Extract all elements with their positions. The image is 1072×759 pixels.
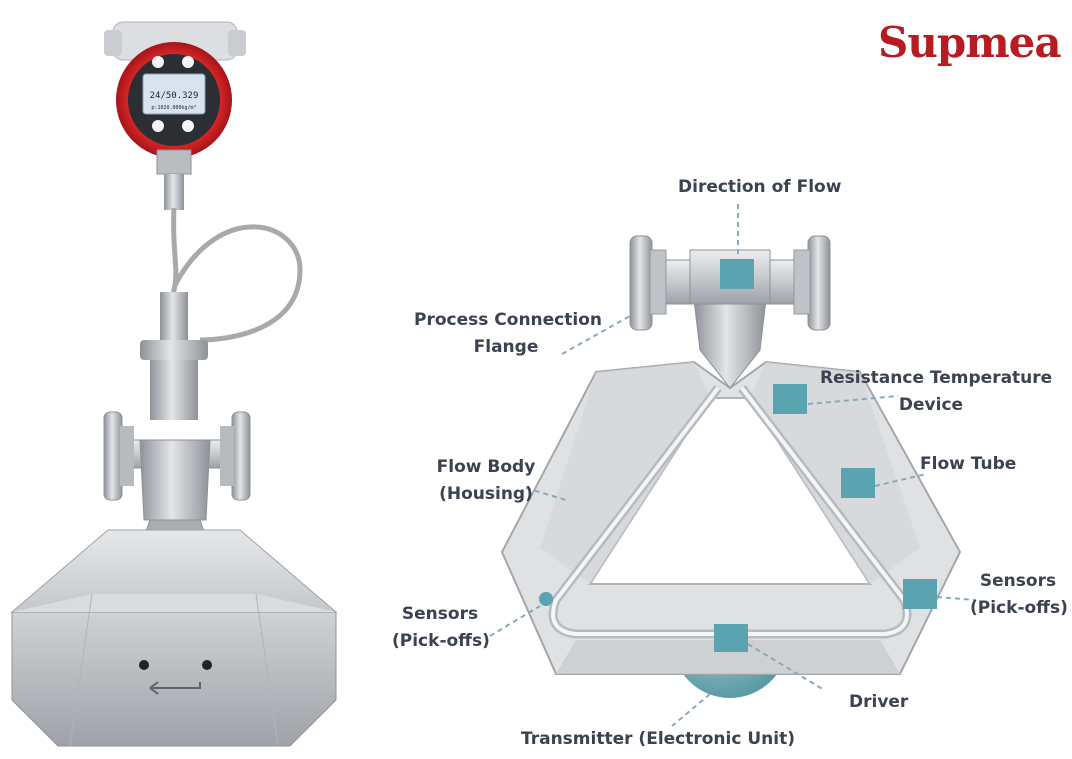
transmitter-button-3 (152, 120, 164, 132)
product-housing-ridge (12, 594, 336, 612)
label-process-connection-flange-line-2: Flange (473, 337, 539, 357)
label-sensors-right-line-1: Sensors (979, 571, 1057, 591)
flange-left (629, 235, 653, 331)
transmitter-button-1 (152, 56, 164, 68)
leader-lines (489, 204, 977, 727)
flange-hub-right (793, 249, 811, 315)
product-screw-hole-right (202, 660, 212, 670)
remote-cable (168, 207, 303, 343)
label-driver: Driver (849, 692, 909, 712)
product-housing-face (11, 611, 337, 747)
sensor-neck (150, 360, 198, 420)
coriolis-schematic (489, 204, 977, 727)
product-flange-left (103, 411, 123, 501)
label-sensors-left-line-1: Sensors (401, 604, 479, 624)
transmitter-button-2 (182, 56, 194, 68)
label-process-connection-flange: Process Connection Flange (414, 307, 602, 361)
leader-driver (747, 643, 825, 691)
label-rtd: Resistance Temperature Device (820, 365, 1053, 419)
leader-flow-body (525, 487, 567, 501)
transmitter-side-boss-right (228, 30, 246, 56)
label-process-connection-flange-line-1: Process Connection (414, 310, 602, 330)
leader-transmitter (671, 693, 711, 727)
product-flange-right (231, 411, 251, 501)
product-flow-arrow-icon (149, 681, 201, 695)
product-manifold (139, 439, 211, 521)
product-housing-edge-left (69, 593, 93, 747)
label-sensors-right-line-2: (Pick-offs) (970, 598, 1068, 618)
transmitter-button-4 (182, 120, 194, 132)
direction-of-flow-marker (720, 259, 754, 289)
label-flow-body-line-2: (Housing) (439, 484, 533, 504)
label-sensors-left-line-2: (Pick-offs) (392, 631, 490, 651)
coriolis-meter-product: 24/50.329 p:1020.000kg/m³ (10, 21, 338, 747)
flange-hub-left (649, 249, 667, 315)
driver-marker (714, 624, 748, 652)
label-transmitter: Transmitter (Electronic Unit) (521, 729, 795, 749)
label-flow-body: Flow Body (Housing) (428, 454, 544, 508)
transmitter-lcd (142, 73, 206, 115)
leader-flange (561, 315, 631, 355)
lcd-reading: 24/50.329 (150, 91, 199, 101)
product-housing-edge-right (255, 593, 279, 747)
label-sensors-left: Sensors (Pick-offs) (392, 601, 490, 655)
housing-facet-bottom (556, 640, 900, 674)
housing-facet-left (540, 362, 710, 584)
sensor-right-marker (903, 579, 937, 609)
neck-collar (140, 340, 208, 360)
label-sensors-right: Sensors (Pick-offs) (970, 568, 1068, 622)
sensor-left-marker (539, 592, 553, 606)
label-rtd-line-1: Resistance Temperature (820, 368, 1053, 388)
cable-gland (164, 174, 184, 210)
transmitter-side-boss-left (104, 30, 122, 56)
flow-tube-marker (841, 468, 875, 498)
brand-logo: Supmea (878, 18, 1062, 67)
lcd-density: p:1020.000kg/m³ (151, 105, 196, 111)
product-flange-hub-right (220, 426, 234, 486)
leader-sensor-left (489, 605, 541, 637)
flange-right (807, 235, 831, 331)
sensor-connector (160, 292, 188, 342)
housing-facet-right (750, 362, 920, 584)
leader-rtd (807, 395, 899, 405)
product-screw-hole-left (139, 660, 149, 670)
label-direction-of-flow: Direction of Flow (678, 177, 842, 197)
product-flange-hub-left (120, 426, 134, 486)
label-flow-tube: Flow Tube (920, 454, 1017, 474)
label-rtd-line-2: Device (898, 395, 964, 415)
rtd-marker (773, 384, 807, 414)
transmitter-neck (156, 149, 192, 175)
leader-sensor-right (936, 596, 977, 601)
label-flow-body-line-1: Flow Body (436, 457, 536, 477)
